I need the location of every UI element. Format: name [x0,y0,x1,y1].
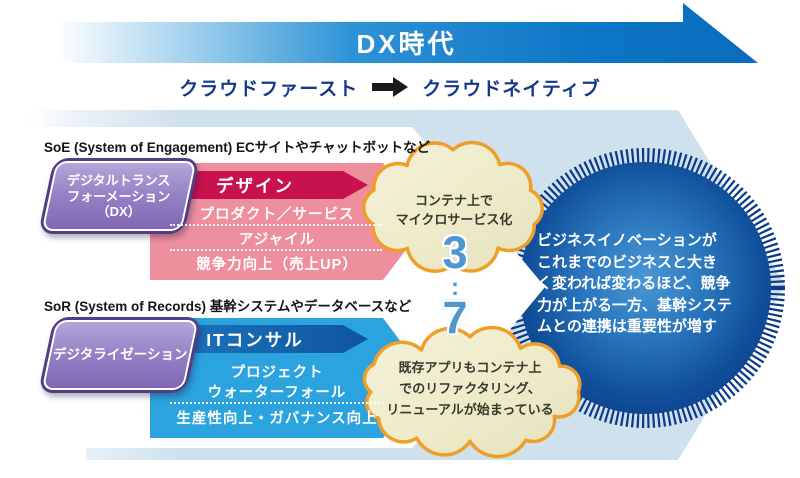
cloud-bottom-text: 既存アプリもコンテナ上 でのリファクタリング、 リニューアルが始まっている [386,360,554,417]
banner-title: DX時代 [356,29,457,59]
soe-separator-1 [170,224,382,226]
ratio-colon: : [451,274,459,301]
sor-row-1: プロジェクト [230,364,324,381]
sor-separator [170,402,384,404]
sor-row-2: ウォーターフォール [207,384,347,401]
right-arrow-icon [372,77,409,97]
soe-row-3: 競争力向上（売上UP） [196,256,358,273]
sor-heading: SoR (System of Records) 基幹システムやデータベースなど [44,299,412,314]
soe-badge-label: デジタルトランス フォーメーション （DX） [67,172,171,219]
soe-heading: SoE (System of Engagement) ECサイトやチャットボット… [44,140,431,155]
sunburst-shape [505,148,785,428]
soe-separator-2 [170,249,382,251]
sor-arrow-shape [150,318,428,438]
ratio-bottom-number: 7 [442,292,468,343]
ratio-top-number: 3 [442,227,468,278]
cloud-top-text: コンテナ上で マイクロサービス化 [395,193,513,227]
soe-row-1: プロダクト／サービス [199,206,355,223]
sor-band-label: ITコンサル [206,329,304,350]
sor-row-3: 生産性向上・ガバナンス向上 [176,410,378,427]
dx-banner-arrow-shape [55,3,758,63]
soe-row-2: アジャイル [238,231,316,248]
burst-message: ビジネスイノベーションが これまでのビジネスと大き く変われば変わるほど、競争 … [537,232,733,335]
subtitle-row: クラウドファースト クラウドネイティブ [0,72,780,102]
soe-band-label: デザイン [216,175,294,196]
cloud-top-shape [362,140,544,273]
subtitle-cloud-first: クラウドファースト [179,78,359,100]
subtitle-cloud-native: クラウドネイティブ [422,78,601,100]
cloud-bottom-shape [362,325,582,459]
